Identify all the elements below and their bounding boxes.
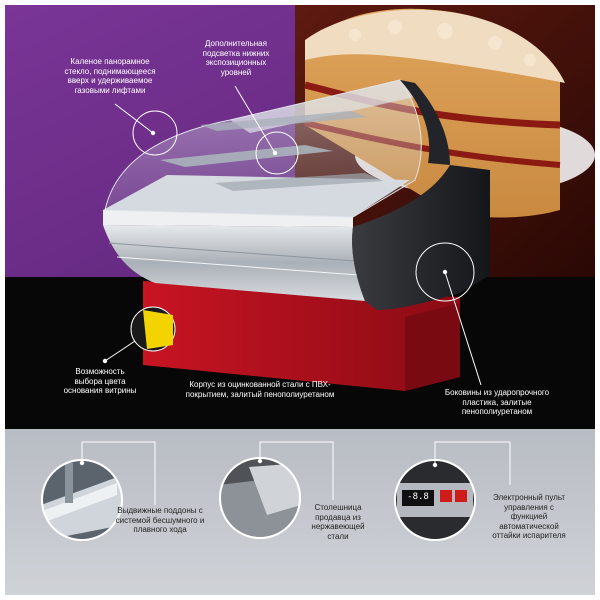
infographic-scene: -8.8 Каленое панорамное стекло, поднимаю… <box>5 5 595 595</box>
control-panel-thumbnail <box>394 459 476 541</box>
infographic-artwork <box>5 5 595 595</box>
callout-markers <box>104 85 482 386</box>
control-panel-display: -8.8 <box>407 492 429 502</box>
base-color-swatch <box>130 306 176 352</box>
display-case <box>103 79 490 391</box>
feature-trays-text: Выдвижные поддоны с системой бесшумного … <box>115 506 205 534</box>
tray-drawer-thumbnail <box>41 459 123 541</box>
feature-control-panel-text: Электронный пульт управления с функцией … <box>492 493 566 540</box>
callout-glass: Каленое панорамное стекло, поднимающееся… <box>64 57 156 95</box>
callout-body: Корпус из оцинкованной стали с ПВХ-покры… <box>185 380 335 399</box>
callout-sides: Боковины из ударопрочного пластика, зали… <box>444 388 550 416</box>
callout-base-color: Возможность выбора цвета основания витри… <box>63 367 137 395</box>
countertop-thumbnail <box>219 457 301 539</box>
feature-countertop-text: Столешница продавца из нержавеющей стали <box>311 503 365 541</box>
callout-lighting: Дополнительная подсветка нижних экспозиц… <box>202 39 270 77</box>
